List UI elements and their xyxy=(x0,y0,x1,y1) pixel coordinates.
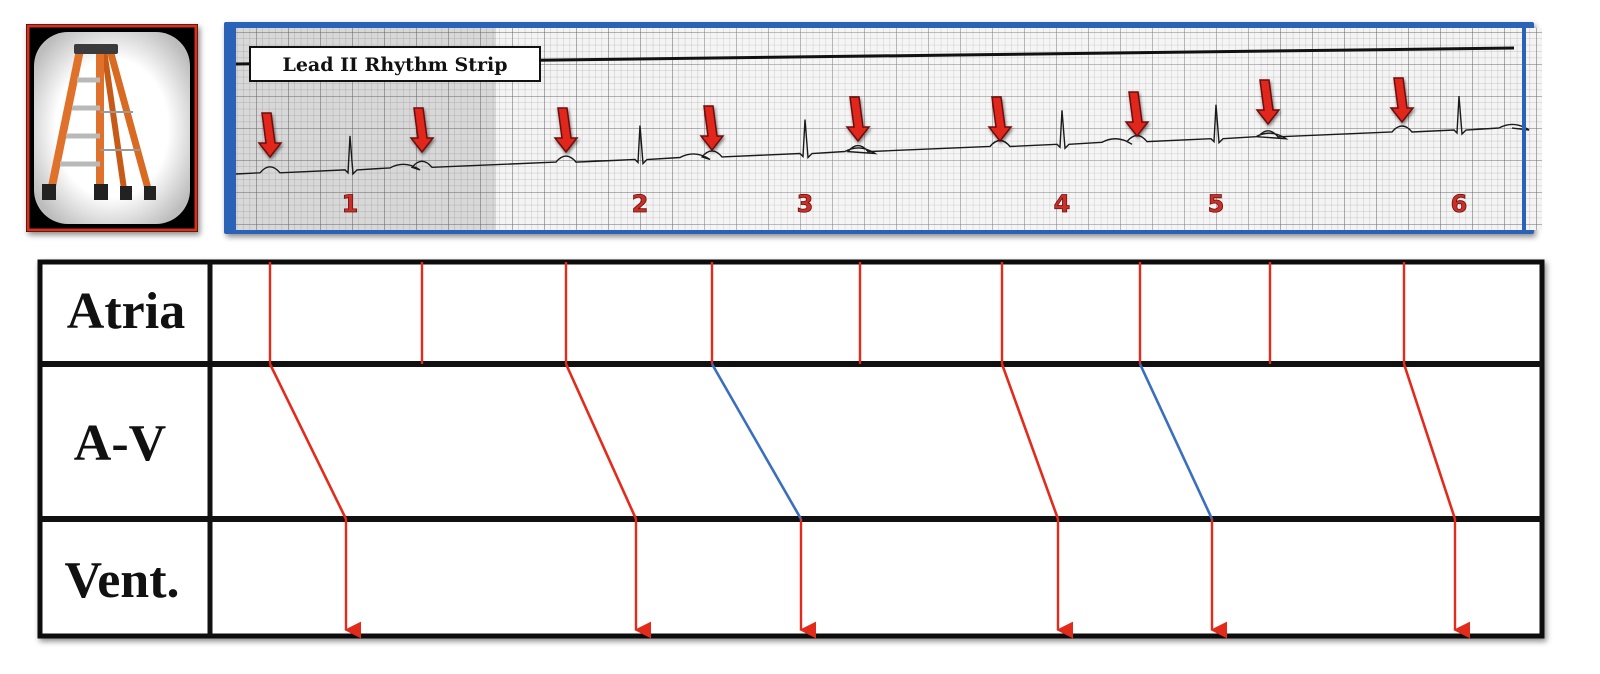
ecg-trace xyxy=(236,95,1530,176)
p-wave-arrow xyxy=(553,107,579,154)
row-label-atria: Atria xyxy=(67,283,185,340)
ladder-thumbnail xyxy=(26,24,198,232)
step-ladder-icon xyxy=(42,44,156,200)
p-wave-arrow xyxy=(1255,79,1281,126)
p-wave-arrow xyxy=(1389,77,1415,124)
p-wave-arrow xyxy=(1124,91,1150,138)
beat-number: 1 xyxy=(342,190,359,218)
beat-number: 3 xyxy=(797,190,814,218)
p-wave-arrow xyxy=(987,96,1013,143)
beat-number: 4 xyxy=(1054,190,1071,218)
p-wave-arrow xyxy=(699,105,725,152)
av-conduction-long xyxy=(564,363,638,520)
p-wave-arrow xyxy=(409,107,435,154)
av-conduction-long xyxy=(268,363,348,520)
beat-number: 2 xyxy=(632,190,649,218)
av-conduction-short xyxy=(1138,363,1214,520)
beat-numbers: 1 2 3 4 5 6 xyxy=(341,190,1468,219)
av-conduction-long xyxy=(1402,363,1457,520)
p-wave-arrow xyxy=(845,96,871,143)
row-label-av: A-V xyxy=(74,415,166,472)
beat-number: 6 xyxy=(1451,190,1468,218)
row-label-vent: Vent. xyxy=(64,552,179,609)
p-wave-arrows xyxy=(257,77,1415,159)
ladder-impulses xyxy=(268,262,1471,639)
ladder-grid xyxy=(37,259,1545,639)
strip-title-box: Lead II Rhythm Strip xyxy=(249,46,541,82)
av-conduction-long xyxy=(1000,363,1060,520)
p-wave-arrow xyxy=(257,112,283,159)
strip-title: Lead II Rhythm Strip xyxy=(282,54,507,76)
av-conduction-short xyxy=(710,363,803,520)
beat-number: 5 xyxy=(1208,190,1225,218)
